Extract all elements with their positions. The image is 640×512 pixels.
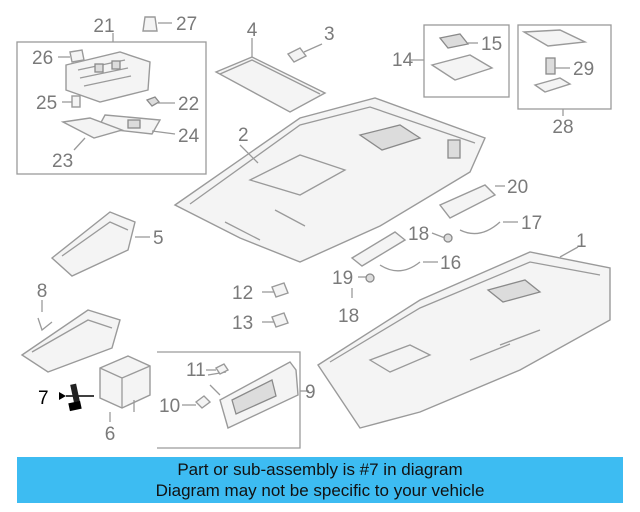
clip-3 [286, 43, 323, 63]
callout-21: 21 [93, 16, 114, 37]
callout-19: 19 [332, 268, 353, 289]
callout-3: 3 [324, 24, 335, 45]
callout-13: 13 [232, 313, 253, 334]
callout-29: 29 [573, 59, 594, 80]
callout-22: 22 [178, 94, 199, 115]
callout-7: 7 [38, 388, 49, 409]
sunvisor-box-9 [157, 351, 309, 449]
assist-handles-group [350, 184, 518, 298]
callout-28: 28 [552, 117, 573, 138]
callout-23: 23 [52, 151, 73, 172]
callout-8: 8 [37, 281, 48, 302]
headliner-2 [173, 97, 486, 263]
bracket-8 [20, 300, 121, 373]
callout-9: 9 [305, 382, 316, 403]
callout-25: 25 [36, 93, 57, 114]
bolt-7-highlighted [59, 383, 94, 412]
info-banner: Part or sub-assembly is #7 in diagram Di… [17, 457, 623, 503]
callout-2: 2 [238, 125, 249, 146]
callout-14: 14 [392, 50, 414, 71]
sunroof-panel [214, 38, 327, 113]
callout-26: 26 [32, 48, 53, 69]
callout-12: 12 [232, 283, 253, 304]
callout-5: 5 [153, 228, 164, 249]
banner-line-2: Diagram may not be specific to your vehi… [155, 481, 485, 500]
callout-10: 10 [159, 396, 180, 417]
block-6 [99, 355, 151, 422]
clips-12-13 [262, 282, 289, 328]
headliner-1 [317, 246, 611, 429]
callout-6: 6 [105, 424, 116, 445]
console-group-box [16, 16, 207, 175]
banner-line-1: Part or sub-assembly is #7 in diagram [177, 460, 463, 479]
callout-18a: 18 [408, 224, 429, 245]
callout-1: 1 [576, 231, 587, 252]
callout-16: 16 [440, 253, 461, 274]
callout-27: 27 [176, 14, 197, 35]
bracket-5 [50, 211, 150, 277]
callout-17: 17 [521, 213, 542, 234]
switch-box-28 [517, 24, 612, 116]
callout-24: 24 [178, 126, 200, 147]
callout-15: 15 [481, 34, 502, 55]
parts-diagram: 21 27 4 3 26 25 22 24 23 2 14 15 29 28 2… [16, 14, 612, 449]
callout-20: 20 [507, 177, 528, 198]
callout-11: 11 [186, 360, 206, 381]
callout-18b: 18 [338, 306, 359, 327]
map-light-box-14 [411, 24, 510, 98]
callout-4: 4 [247, 20, 258, 41]
